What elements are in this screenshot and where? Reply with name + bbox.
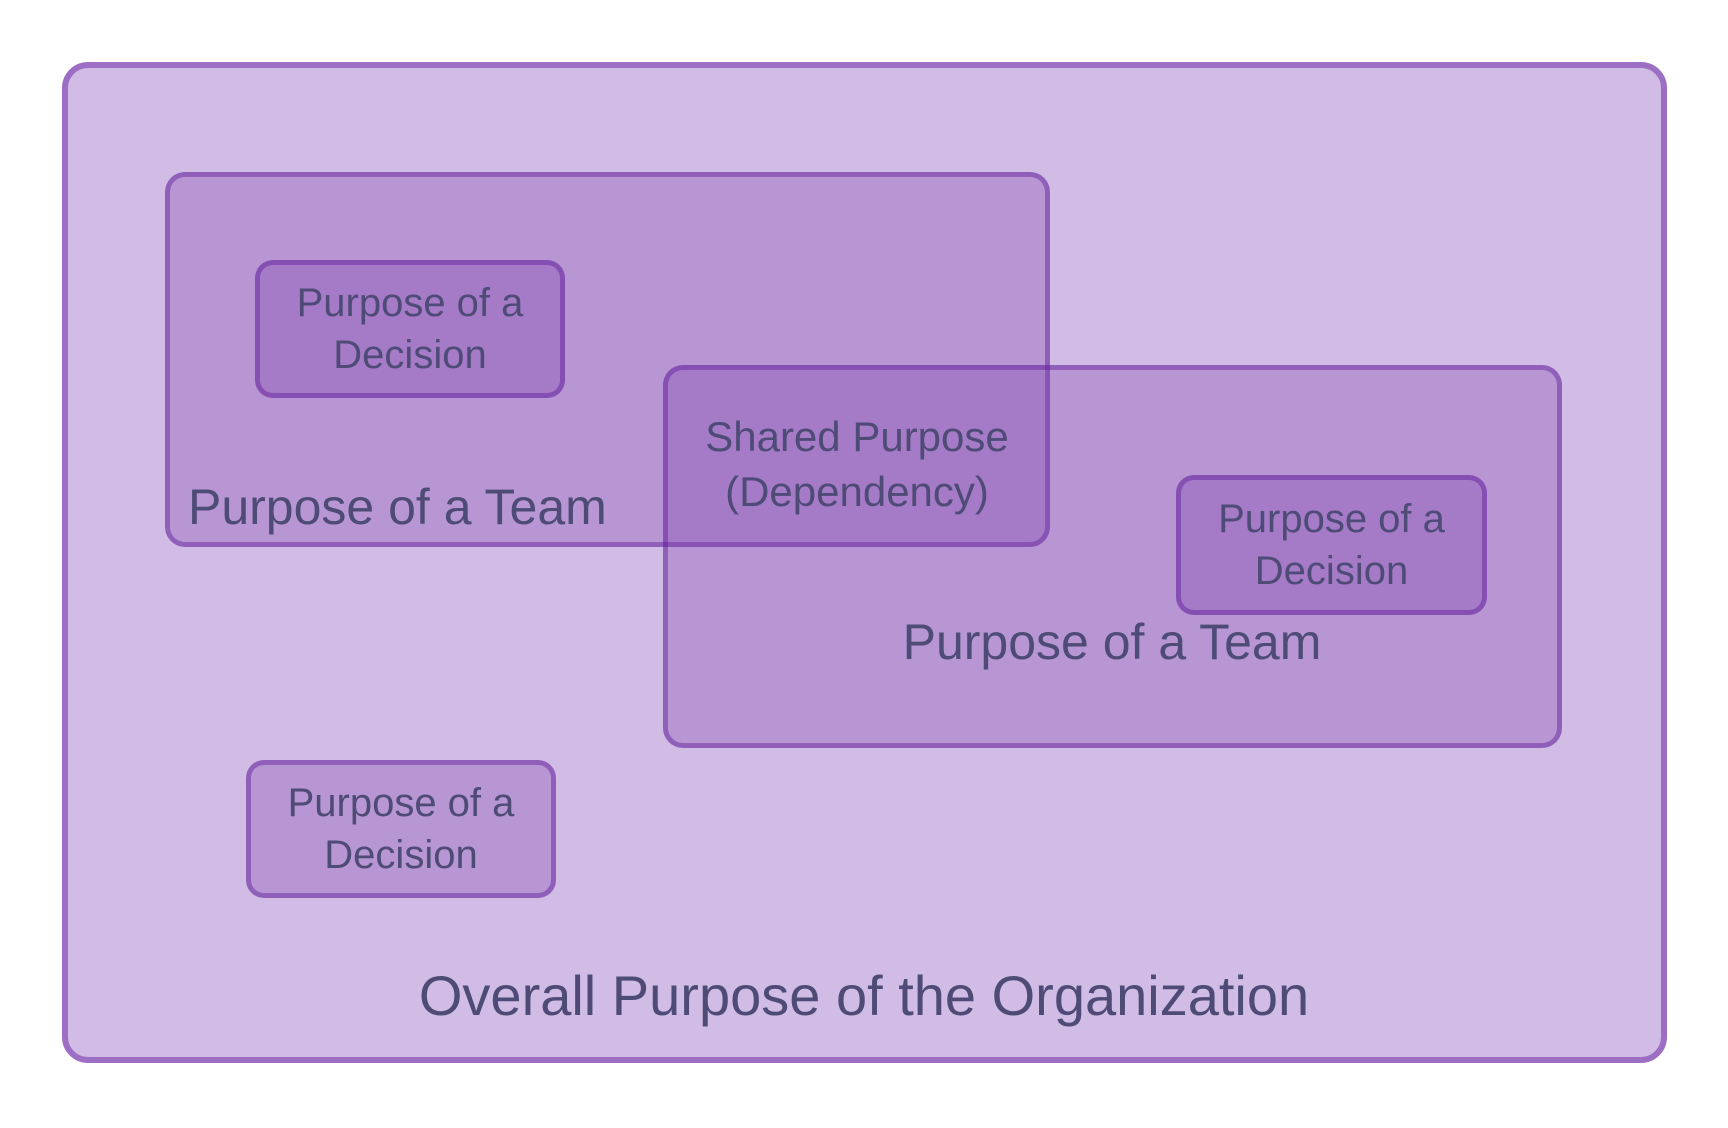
decision-2-label-line-2: Decision <box>1254 549 1409 593</box>
decision-purpose-box-2: Purpose of a Decision <box>1176 475 1487 615</box>
team-purpose-box-1 <box>165 172 1050 547</box>
decision-1-label-line-1: Purpose of a <box>296 281 524 325</box>
shared-purpose-label-line-2: (Dependency) <box>725 467 989 515</box>
decision-purpose-box-1: Purpose of a Decision <box>255 260 565 398</box>
decision-1-label-line-2: Decision <box>333 333 487 377</box>
decision-purpose-box-3: Purpose of a Decision <box>246 760 556 898</box>
decision-3-label-line-1: Purpose of a <box>287 781 515 825</box>
team-1-label: Purpose of a Team <box>188 479 607 535</box>
organization-purpose-box <box>62 62 1667 1063</box>
organization-purpose-title: Overall Purpose of the Organization <box>418 964 1310 1027</box>
decision-3-label-line-2: Decision <box>324 833 478 877</box>
shared-purpose-label: Shared Purpose (Dependency) <box>627 410 1087 519</box>
team-2-label: Purpose of a Team <box>902 614 1322 670</box>
team-purpose-box-2 <box>663 365 1562 748</box>
decision-2-label-line-1: Purpose of a <box>1218 497 1445 541</box>
shared-purpose-label-line-1: Shared Purpose <box>705 413 1009 460</box>
